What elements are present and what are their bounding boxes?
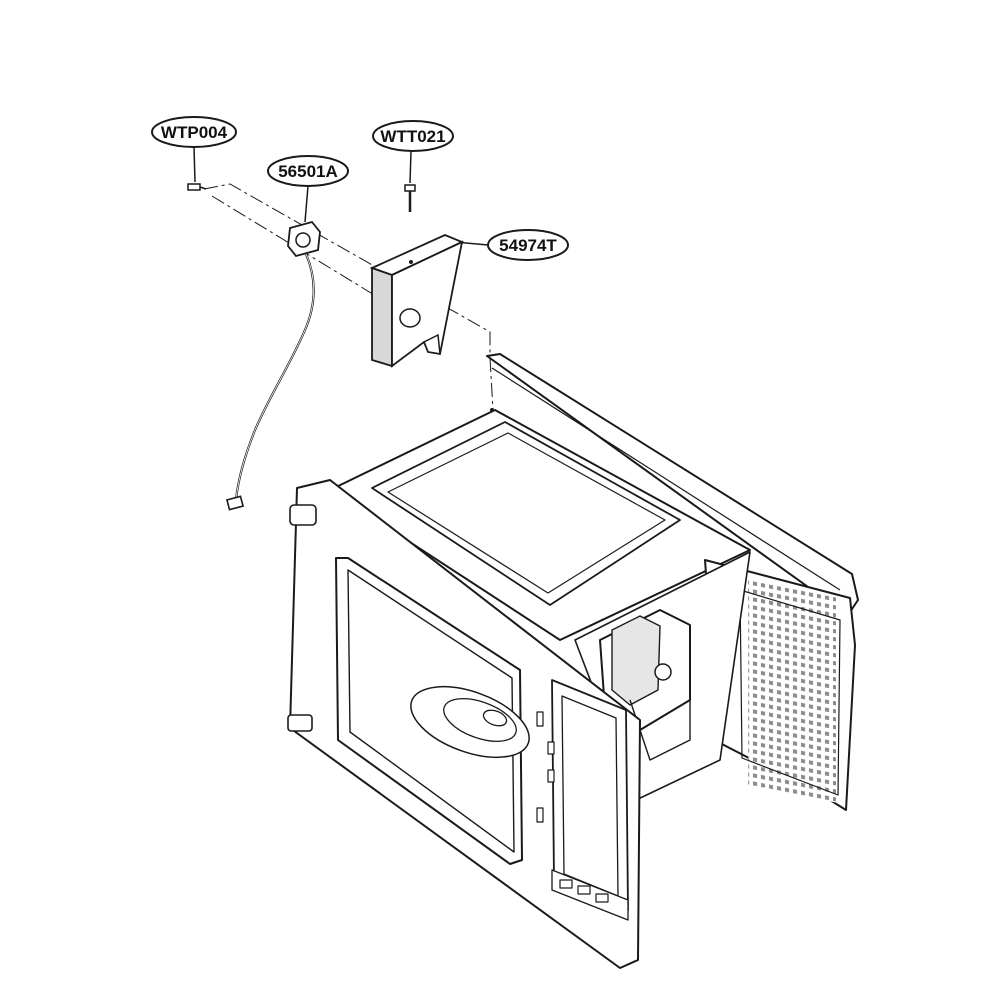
screw-wtp004-part	[187, 183, 207, 191]
screw-wtt021-part	[404, 184, 416, 212]
bracket-54974t-part	[369, 234, 465, 368]
callout-label-wtt021: WTT021	[380, 127, 445, 146]
magnetron-block	[599, 609, 691, 761]
callout-label-54974t: 54974T	[499, 236, 557, 255]
callout-56501a: 56501A	[267, 155, 349, 223]
callout-wtt021: WTT021	[372, 120, 454, 184]
cavity-assembly	[287, 353, 859, 969]
callout-wtp004: WTP004	[151, 116, 237, 183]
turntable	[410, 685, 530, 759]
callout-54974t: 54974T	[454, 229, 569, 261]
callout-label-56501a: 56501A	[278, 162, 338, 181]
sensor-56501a-part	[225, 220, 321, 511]
callout-label-wtp004: WTP004	[161, 123, 228, 142]
